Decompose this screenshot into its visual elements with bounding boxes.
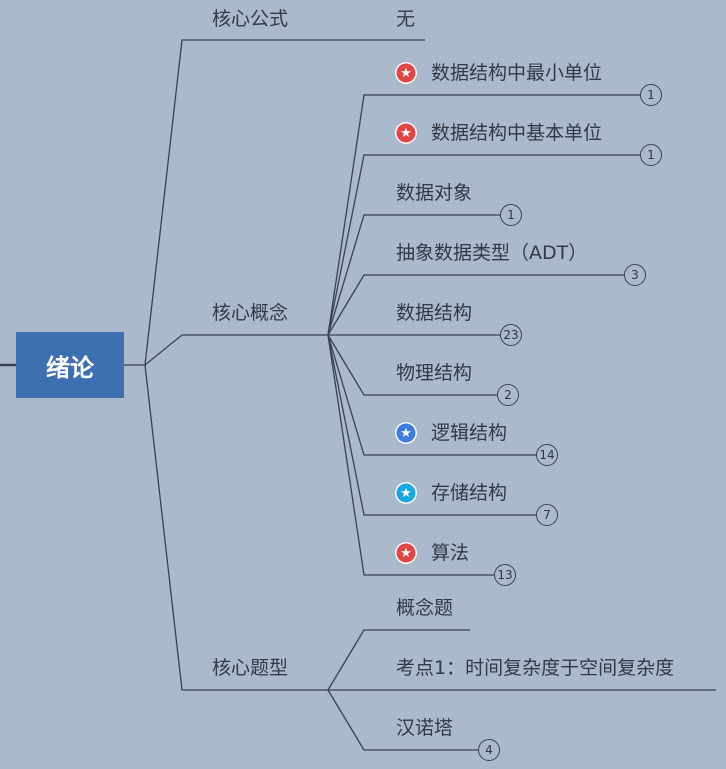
concept-item[interactable]: 逻辑结构 [431,422,508,444]
count-badge: 7 [536,504,558,526]
concept-item[interactable]: 数据结构 [396,302,473,324]
star-icon: ★ [395,122,417,144]
count-badge: 1 [640,144,662,166]
question-item[interactable]: 考点1：时间复杂度于空间复杂度 [396,657,675,679]
count-badge: 2 [497,384,519,406]
branch-core-formula[interactable]: 核心公式 [212,8,289,30]
star-icon: ★ [395,482,417,504]
branch-core-questions[interactable]: 核心题型 [212,657,289,679]
question-item[interactable]: 汉诺塔 [396,717,454,739]
concept-item[interactable]: 抽象数据类型（ADT） [396,242,588,264]
concept-item[interactable]: 数据结构中最小单位 [431,62,603,84]
question-item[interactable]: 概念题 [396,597,454,619]
count-badge: 14 [536,444,558,466]
formula-child-none[interactable]: 无 [396,8,416,30]
star-icon: ★ [395,62,417,84]
concept-item[interactable]: 数据结构中基本单位 [431,122,603,144]
count-badge: 1 [640,84,662,106]
concept-item[interactable]: 算法 [431,542,470,564]
root-label: 绪论 [46,353,94,382]
count-badge: 4 [478,739,500,761]
concept-item[interactable]: 物理结构 [396,362,473,384]
branch-core-concepts[interactable]: 核心概念 [212,302,289,324]
root-node[interactable]: 绪论 [16,332,124,398]
count-badge: 1 [500,204,522,226]
concept-item[interactable]: 数据对象 [396,182,473,204]
star-icon: ★ [395,422,417,444]
count-badge: 3 [624,264,646,286]
count-badge: 23 [500,324,522,346]
star-icon: ★ [395,542,417,564]
concept-item[interactable]: 存储结构 [431,482,508,504]
count-badge: 13 [494,564,516,586]
